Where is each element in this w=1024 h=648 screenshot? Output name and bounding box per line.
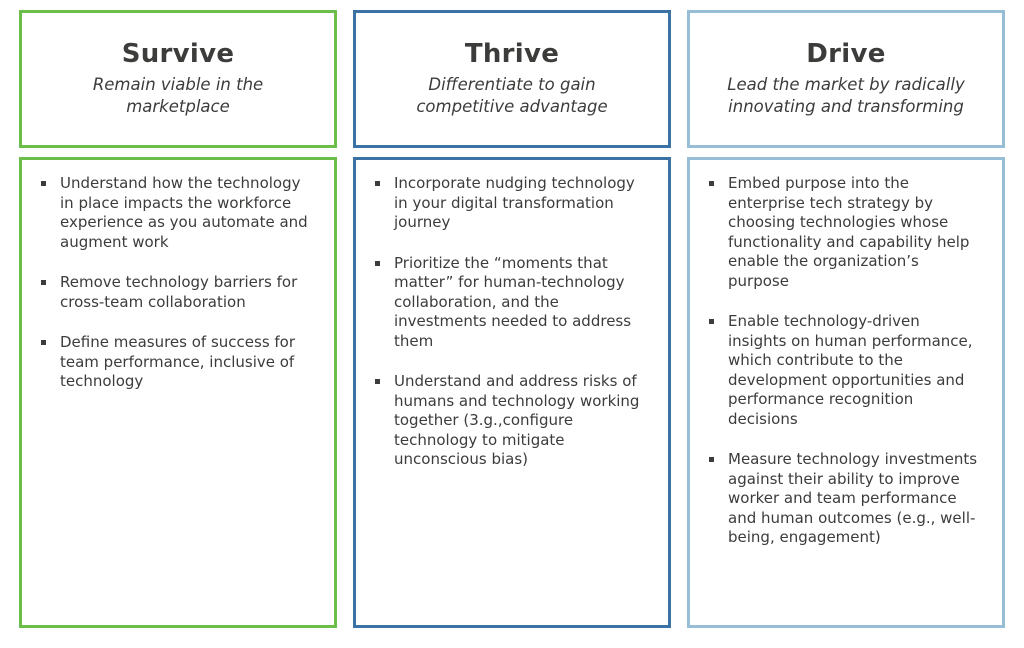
column-survive: Survive Remain viable in the marketplace…	[19, 10, 337, 628]
survive-title: Survive	[121, 39, 235, 70]
bullet-item: Enable technology-driven insights on hum…	[707, 312, 980, 429]
survive-content-card: Understand how the technology in place i…	[19, 157, 337, 628]
drive-bullet-list: Embed purpose into the enterprise tech s…	[707, 174, 980, 548]
bullet-item: Incorporate nudging technology in your d…	[373, 174, 646, 233]
thrive-content-card: Incorporate nudging technology in your d…	[353, 157, 671, 628]
thrive-header-card: Thrive Differentiate to gain competitive…	[353, 10, 671, 148]
drive-subtitle: Lead the market by radically innovating …	[727, 74, 965, 116]
bullet-item: Define measures of success for team perf…	[39, 333, 312, 392]
drive-title: Drive	[806, 39, 886, 70]
survive-subtitle: Remain viable in the marketplace	[92, 74, 264, 116]
bullet-item: Understand how the technology in place i…	[39, 174, 312, 252]
thrive-title: Thrive	[464, 39, 560, 70]
column-drive: Drive Lead the market by radically innov…	[687, 10, 1005, 628]
column-thrive: Thrive Differentiate to gain competitive…	[353, 10, 671, 628]
thrive-subtitle: Differentiate to gain competitive advant…	[416, 74, 608, 116]
bullet-item: Prioritize the “moments that matter” for…	[373, 254, 646, 352]
survive-header-card: Survive Remain viable in the marketplace	[19, 10, 337, 148]
bullet-item: Measure technology investments against t…	[707, 450, 980, 548]
drive-content-card: Embed purpose into the enterprise tech s…	[687, 157, 1005, 628]
bullet-item: Embed purpose into the enterprise tech s…	[707, 174, 980, 291]
thrive-bullet-list: Incorporate nudging technology in your d…	[373, 174, 646, 470]
bullet-item: Remove technology barriers for cross-tea…	[39, 273, 312, 312]
bullet-item: Understand and address risks of humans a…	[373, 372, 646, 470]
drive-header-card: Drive Lead the market by radically innov…	[687, 10, 1005, 148]
survive-bullet-list: Understand how the technology in place i…	[39, 174, 312, 392]
